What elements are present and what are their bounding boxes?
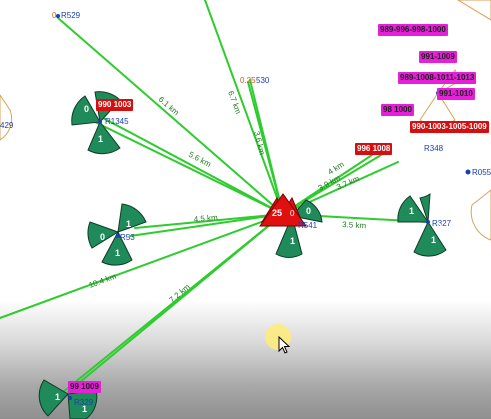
site-node[interactable]	[465, 169, 471, 175]
center-site-number: 25	[272, 208, 282, 218]
site-label: R055	[472, 168, 491, 177]
site-label: 530	[256, 76, 270, 85]
link-line	[102, 117, 284, 215]
neighbor-label[interactable]: 989-996-998-1000	[378, 24, 448, 36]
distance-label: 4.5 km	[193, 213, 218, 224]
green-sector	[71, 95, 101, 126]
green-sector	[101, 230, 133, 266]
green-sector	[38, 379, 69, 417]
link-line	[129, 213, 284, 237]
green-sector	[413, 220, 447, 257]
distance-label: 3.6 km	[252, 130, 267, 156]
sector-number: 1	[115, 248, 120, 258]
green-sector	[419, 193, 431, 223]
site-node[interactable]	[98, 120, 102, 124]
neighbor-label[interactable]: 98 1000	[381, 104, 414, 116]
site-label: R541	[298, 221, 318, 230]
neighbor-label-highlight[interactable]: 996 1008	[355, 143, 393, 155]
site-node[interactable]	[426, 220, 430, 224]
small-number: 0	[52, 11, 57, 20]
green-sector	[275, 214, 303, 258]
neighbor-label[interactable]: 989-1008-1011-1013	[398, 72, 477, 84]
neighbor-label-highlight[interactable]: 990 1003	[96, 99, 134, 111]
neighbor-label-highlight[interactable]: 990-1003-1005-1009	[410, 121, 489, 133]
sector-number: 1	[409, 206, 414, 216]
center-site-shape[interactable]	[259, 193, 307, 227]
distance-label: 3.5 km	[342, 220, 367, 230]
site-label: R329	[74, 398, 94, 407]
site-node[interactable]	[68, 396, 72, 400]
link-line	[204, 0, 284, 215]
link-line	[0, 213, 284, 319]
link-line	[134, 213, 284, 229]
link-lines	[0, 0, 429, 397]
distance-label: 5.6 km	[187, 150, 213, 169]
neighbor-label[interactable]: 99 1009	[68, 381, 101, 393]
sector-number: 1	[82, 404, 87, 414]
sector-number: 1	[98, 134, 103, 144]
site-label: R529	[61, 11, 81, 20]
site-label: 429	[0, 121, 14, 130]
outline-sector	[470, 189, 491, 241]
sector-number: 0	[84, 104, 89, 114]
link-line	[94, 121, 284, 215]
neighbor-label[interactable]: 991-1009	[419, 51, 457, 63]
small-number: 0.25	[240, 76, 256, 85]
sector-number: 0	[306, 206, 311, 216]
site-label: R53	[120, 233, 135, 242]
outline-sector	[457, 0, 491, 21]
distance-label: 6.7 km	[226, 90, 243, 116]
sector-number: 0	[100, 232, 105, 242]
link-line	[57, 17, 284, 215]
outline-sector	[0, 94, 13, 141]
sector-number: 1	[290, 236, 295, 246]
sector-number: 1	[55, 392, 60, 402]
site-label: R348	[424, 144, 444, 153]
sector-number: 1	[126, 219, 131, 229]
link-line	[282, 151, 387, 215]
site-node[interactable]	[116, 234, 120, 238]
mouse-cursor-icon	[278, 336, 290, 354]
green-sector	[117, 203, 147, 233]
green-sector	[397, 195, 429, 223]
sector-number: 1	[438, 222, 443, 232]
sector-number: 1	[431, 235, 436, 245]
green-sector	[87, 221, 120, 249]
center-site-suffix: 0	[290, 209, 295, 218]
link-line	[57, 213, 284, 397]
site-node[interactable]	[56, 14, 60, 18]
distance-label: 10.4 km	[88, 272, 118, 290]
neighbor-label[interactable]: 991-1010	[437, 88, 475, 100]
site-label: R327	[432, 219, 452, 228]
green-sector	[87, 121, 121, 155]
link-line	[249, 79, 284, 215]
site-label: R1345	[105, 117, 129, 126]
